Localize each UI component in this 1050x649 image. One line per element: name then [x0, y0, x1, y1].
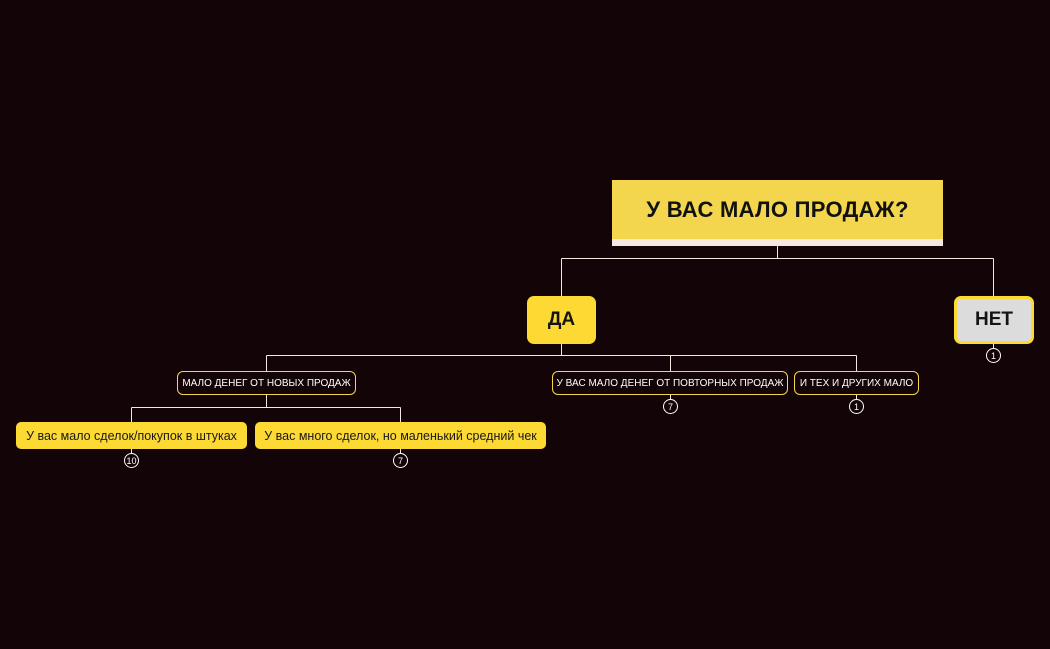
branch-both-node: И ТЕХ И ДРУГИХ МАЛО — [794, 371, 919, 395]
root-question-node: У ВАС МАЛО ПРОДАЖ? — [612, 180, 943, 246]
branch-new-sales-node: МАЛО ДЕНЕГ ОТ НОВЫХ ПРОДАЖ — [177, 371, 356, 395]
answer-no-node: НЕТ — [954, 296, 1034, 344]
root-question-label: У ВАС МАЛО ПРОДАЖ? — [612, 180, 943, 239]
repeat-sales-count-badge: 7 — [663, 399, 678, 414]
branch-repeat-sales-node: У ВАС МАЛО ДЕНЕГ ОТ ПОВТОРНЫХ ПРОДАЖ — [552, 371, 788, 395]
answer-yes-node: ДА — [527, 296, 596, 344]
no-count-badge: 1 — [986, 348, 1001, 363]
leaf-small-check-node: У вас много сделок, но маленький средний… — [255, 422, 546, 449]
leaf-few-deals-node: У вас мало сделок/покупок в штуках — [16, 422, 247, 449]
small-check-count-badge: 7 — [393, 453, 408, 468]
few-deals-count-badge: 10 — [124, 453, 139, 468]
both-count-badge: 1 — [849, 399, 864, 414]
